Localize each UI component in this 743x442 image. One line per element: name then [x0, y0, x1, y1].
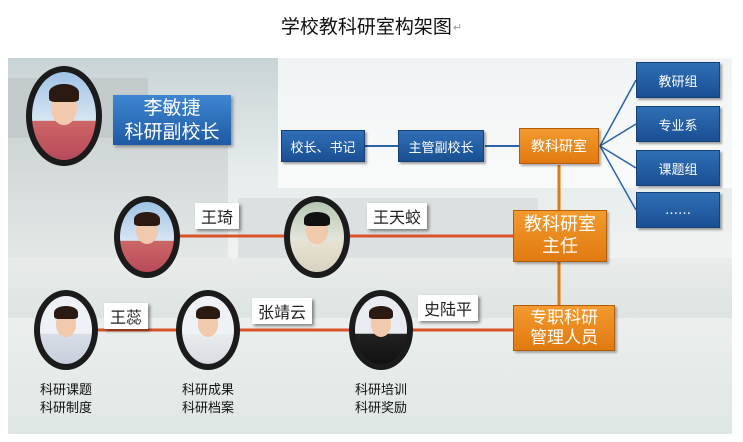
- name-shi-luping: 史陆平: [418, 295, 479, 321]
- caption-shi-luping: 科研培训 科研奖励: [345, 382, 417, 418]
- photo-wang-tianjiao: [284, 196, 350, 278]
- photo-li-minjie: [26, 66, 102, 166]
- caption-line: 科研培训: [354, 383, 407, 398]
- paragraph-mark-icon: ↵: [452, 21, 463, 34]
- deputy-principal-box: 主管副校长: [398, 130, 484, 162]
- name-wang-tianjiao: 王天蛟: [367, 203, 428, 229]
- principal-label: 校长、书记: [290, 140, 356, 156]
- research-office-label: 教科研室: [531, 139, 587, 155]
- photo-zhang-jingyun: [176, 290, 240, 370]
- caption-line: 科研成果: [181, 383, 234, 398]
- director-box: 教科研室 主任: [513, 210, 607, 262]
- vice-principal-role: 科研副校长: [124, 121, 220, 143]
- caption-wang-rui: 科研课题 科研制度: [30, 382, 102, 418]
- vice-principal-name: 李敏捷: [143, 97, 201, 119]
- caption-line: 科研档案: [181, 401, 234, 416]
- photo-wang-qi: [114, 196, 180, 278]
- director-line-1: 教科研室: [524, 214, 596, 235]
- caption-line: 科研奖励: [354, 401, 407, 416]
- connector-branch: [599, 145, 637, 211]
- manager-box: 专职科研 管理人员: [513, 305, 615, 351]
- research-office-box: 教科研室: [519, 128, 599, 164]
- branch-project-group: 课题组: [636, 150, 720, 186]
- branch-label: 课题组: [658, 162, 698, 178]
- name-wang-rui: 王蕊: [104, 303, 149, 329]
- connector-branch: [599, 145, 637, 169]
- diagram-title-text: 学校教科研室构架图: [280, 16, 452, 38]
- caption-line: 科研课题: [39, 383, 92, 398]
- photo-shi-luping: [349, 290, 413, 370]
- manager-line-1: 专职科研: [530, 308, 598, 328]
- name-zhang-jingyun: 张靖云: [252, 298, 313, 324]
- diagram-title: 学校教科研室构架图↵: [0, 12, 743, 39]
- branch-teaching-group: 教研组: [636, 62, 720, 98]
- principal-box: 校长、书记: [281, 130, 365, 162]
- director-line-2: 主任: [542, 236, 578, 257]
- caption-line: 科研制度: [39, 401, 92, 416]
- photo-wang-rui: [34, 290, 98, 370]
- name-wang-qi: 王琦: [195, 203, 240, 229]
- caption-zhang-jingyun: 科研成果 科研档案: [172, 382, 244, 418]
- manager-line-2: 管理人员: [530, 328, 598, 348]
- connector-branch: [599, 123, 637, 147]
- connector-branch: [599, 79, 637, 147]
- branch-label: 专业系: [658, 118, 698, 134]
- branch-more: ……: [636, 192, 720, 228]
- branch-label: ……: [665, 202, 691, 218]
- branch-label: 教研组: [658, 74, 698, 90]
- branch-department: 专业系: [636, 106, 720, 142]
- vice-principal-box: 李敏捷 科研副校长: [113, 95, 231, 145]
- deputy-principal-label: 主管副校长: [408, 140, 474, 156]
